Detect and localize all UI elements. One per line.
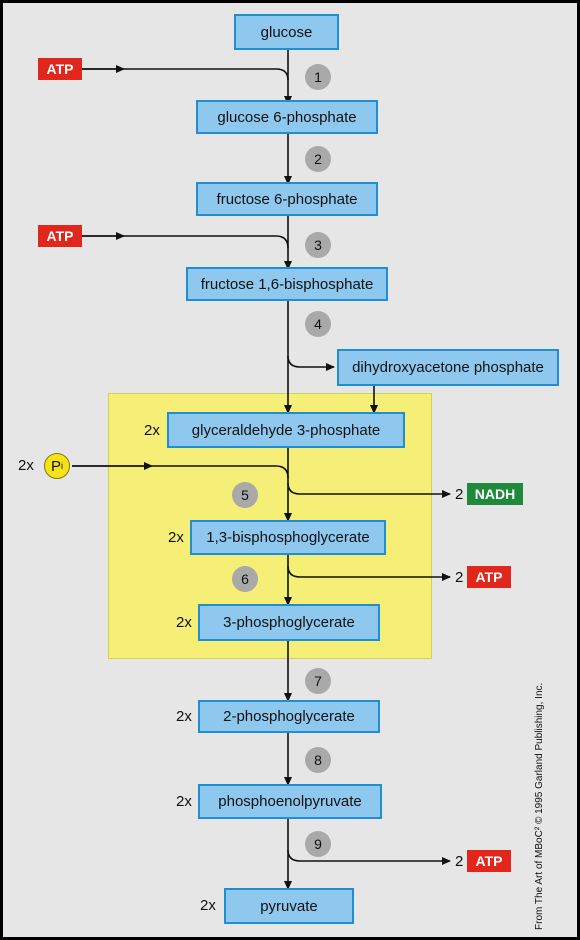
atp-output-step-9: ATP — [467, 850, 511, 872]
atp-input-step-3: ATP — [38, 225, 82, 247]
step-6-badge: 6 — [232, 566, 258, 592]
box-dihydroxyacetone-phosphate: dihydroxyacetone phosphate — [337, 349, 559, 386]
box-glucose-6-phosphate: glucose 6-phosphate — [196, 100, 378, 134]
label-pyruvate: pyruvate — [260, 897, 318, 915]
box-fructose-1-6-bisphosphate: fructose 1,6-bisphosphate — [186, 267, 388, 301]
label-dihydroxyacetone-phosphate: dihydroxyacetone phosphate — [352, 359, 544, 376]
atp-input-step-1: ATP — [38, 58, 82, 80]
arrow-atp-out-6 — [287, 565, 451, 581]
step-5-badge: 5 — [232, 482, 258, 508]
step-3-badge: 3 — [305, 232, 331, 258]
multiplier-pep: 2x — [176, 793, 192, 810]
box-glucose: glucose — [234, 14, 339, 50]
arrow-pi-in — [72, 465, 289, 479]
atp-output-count-step-6: 2 — [455, 569, 464, 586]
multiplier-pyruvate: 2x — [200, 897, 216, 914]
step-8-badge: 8 — [305, 747, 331, 773]
phosphate-subscript: i — [61, 461, 63, 471]
multiplier-pg3: 2x — [176, 614, 192, 631]
box-fructose-6-phosphate: fructose 6-phosphate — [196, 182, 378, 216]
copyright-credit: From The Art of MBoC² © 1995 Garland Pub… — [534, 682, 545, 930]
box-2-phosphoglycerate: 2-phosphoglycerate — [198, 700, 380, 733]
label-fructose-1-6-bisphosphate: fructose 1,6-bisphosphate — [200, 275, 374, 293]
arrow-split-to-dhap — [287, 355, 335, 371]
arrow-atp-in-1 — [82, 68, 289, 81]
multiplier-pi: 2x — [18, 457, 34, 474]
phosphate-label: P — [50, 457, 61, 475]
arrow-atp-out-9 — [287, 849, 451, 865]
step-4-badge: 4 — [305, 311, 331, 337]
step-9-badge: 9 — [305, 831, 331, 857]
multiplier-bpg13: 2x — [168, 529, 184, 546]
step-1-badge: 1 — [305, 64, 331, 90]
step-7-badge: 7 — [305, 668, 331, 694]
label-fructose-6-phosphate: fructose 6-phosphate — [216, 190, 358, 208]
box-1-3-bisphosphoglycerate: 1,3-bisphosphoglycerate — [190, 520, 386, 555]
label-glucose-6-phosphate: glucose 6-phosphate — [217, 108, 357, 126]
label-glucose: glucose — [260, 23, 313, 41]
multiplier-g3p: 2x — [144, 422, 160, 439]
label-3-phosphoglycerate: 3-phosphoglycerate — [223, 614, 355, 631]
label-1-3-bisphosphoglycerate: 1,3-bisphosphoglycerate — [206, 529, 370, 546]
label-phosphoenolpyruvate: phosphoenolpyruvate — [218, 793, 362, 810]
nadh-output-count: 2 — [455, 486, 464, 503]
multiplier-pg2: 2x — [176, 708, 192, 725]
atp-output-count-step-9: 2 — [455, 853, 464, 870]
box-3-phosphoglycerate: 3-phosphoglycerate — [198, 604, 380, 641]
arrow-atp-in-3 — [82, 235, 289, 249]
arrow-nadh-out — [287, 482, 451, 498]
label-glyceraldehyde-3-phosphate: glyceraldehyde 3-phosphate — [191, 421, 381, 439]
atp-output-step-6: ATP — [467, 566, 511, 588]
box-glyceraldehyde-3-phosphate: glyceraldehyde 3-phosphate — [167, 412, 405, 448]
box-pyruvate: pyruvate — [224, 888, 354, 924]
label-2-phosphoglycerate: 2-phosphoglycerate — [223, 708, 355, 725]
nadh-output-step-5: NADH — [467, 483, 523, 505]
step-2-badge: 2 — [305, 146, 331, 172]
box-phosphoenolpyruvate: phosphoenolpyruvate — [198, 784, 382, 819]
